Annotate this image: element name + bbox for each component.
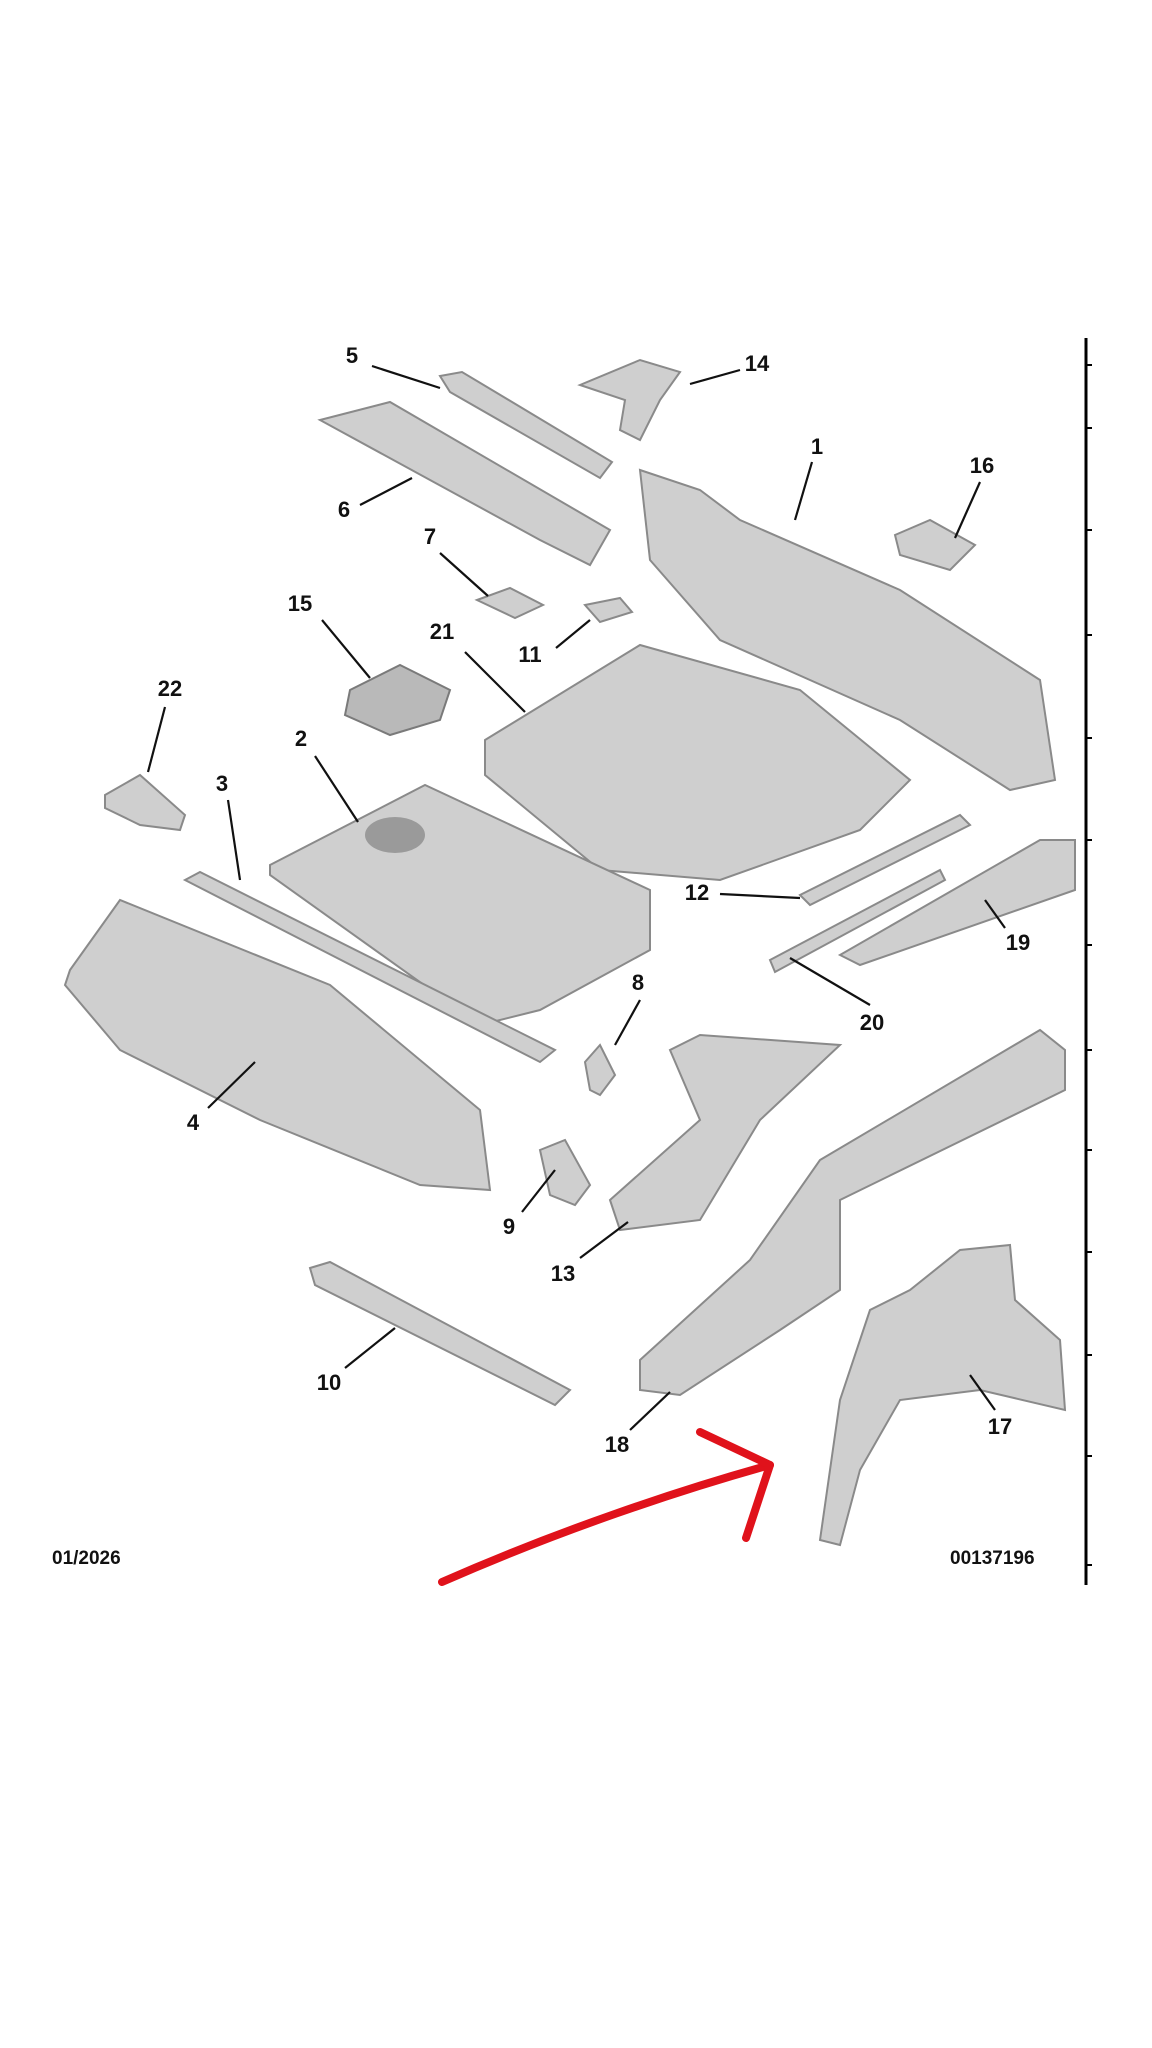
part-3-crossmember[interactable] bbox=[182, 870, 557, 1064]
leader-lines bbox=[146, 364, 1006, 1431]
part-20-rail[interactable] bbox=[768, 868, 947, 974]
callout-9[interactable]: 9 bbox=[503, 1214, 515, 1239]
part-2-opening bbox=[365, 817, 425, 853]
callout-16[interactable]: 16 bbox=[970, 453, 994, 478]
part-14-bracket[interactable] bbox=[577, 358, 682, 442]
part-12-rail[interactable] bbox=[798, 813, 972, 907]
part-15-cover[interactable] bbox=[343, 663, 452, 737]
callout-19[interactable]: 19 bbox=[1006, 930, 1030, 955]
part-17-wheelarch[interactable] bbox=[818, 1243, 1067, 1547]
red-arrow-annotation bbox=[438, 1428, 774, 1586]
callout-18[interactable]: 18 bbox=[605, 1432, 629, 1457]
part-10-crossmember[interactable] bbox=[308, 1260, 572, 1407]
callouts: 1 2 3 4 5 6 7 8 9 10 11 12 13 14 15 16 1… bbox=[158, 343, 1030, 1457]
callout-17[interactable]: 17 bbox=[988, 1414, 1012, 1439]
callout-4[interactable]: 4 bbox=[187, 1110, 200, 1135]
callout-20[interactable]: 20 bbox=[860, 1010, 884, 1035]
part-11-bracket[interactable] bbox=[583, 596, 634, 624]
part-21-floor-panel[interactable] bbox=[484, 643, 912, 882]
callout-22[interactable]: 22 bbox=[158, 676, 182, 701]
callout-3[interactable]: 3 bbox=[216, 771, 228, 796]
callout-10[interactable]: 10 bbox=[317, 1370, 341, 1395]
part-13-wheelarch[interactable] bbox=[608, 1033, 843, 1232]
part-22-bracket[interactable] bbox=[104, 773, 187, 832]
part-1-rear-panel[interactable] bbox=[638, 468, 1057, 792]
part-2-floor-panel[interactable] bbox=[269, 783, 651, 1027]
part-19-rail[interactable] bbox=[837, 839, 1076, 967]
callout-21[interactable]: 21 bbox=[430, 619, 454, 644]
callout-7[interactable]: 7 bbox=[424, 524, 436, 549]
callout-15[interactable]: 15 bbox=[288, 591, 312, 616]
callout-1[interactable]: 1 bbox=[811, 434, 823, 459]
callout-12[interactable]: 12 bbox=[685, 880, 709, 905]
callout-14[interactable]: 14 bbox=[745, 351, 770, 376]
diagram-number: 00137196 bbox=[950, 1548, 1035, 1569]
part-6-crossmember[interactable] bbox=[317, 400, 612, 567]
part-7-bracket[interactable] bbox=[474, 586, 546, 620]
part-18-side-member[interactable] bbox=[639, 1028, 1066, 1397]
right-ruler bbox=[1084, 338, 1092, 1585]
callout-2[interactable]: 2 bbox=[295, 726, 307, 751]
callout-8[interactable]: 8 bbox=[632, 970, 644, 995]
callout-13[interactable]: 13 bbox=[551, 1261, 575, 1286]
part-8-bracket[interactable] bbox=[583, 1043, 617, 1097]
date-code: 01/2026 bbox=[52, 1548, 121, 1569]
callout-6[interactable]: 6 bbox=[338, 497, 350, 522]
part-9-bracket[interactable] bbox=[538, 1138, 592, 1207]
part-16-bracket[interactable] bbox=[893, 518, 977, 572]
callout-11[interactable]: 11 bbox=[518, 642, 541, 667]
part-4-rear-panel[interactable] bbox=[63, 898, 492, 1192]
part-5-crossmember[interactable] bbox=[438, 370, 614, 480]
callout-5[interactable]: 5 bbox=[346, 343, 358, 368]
